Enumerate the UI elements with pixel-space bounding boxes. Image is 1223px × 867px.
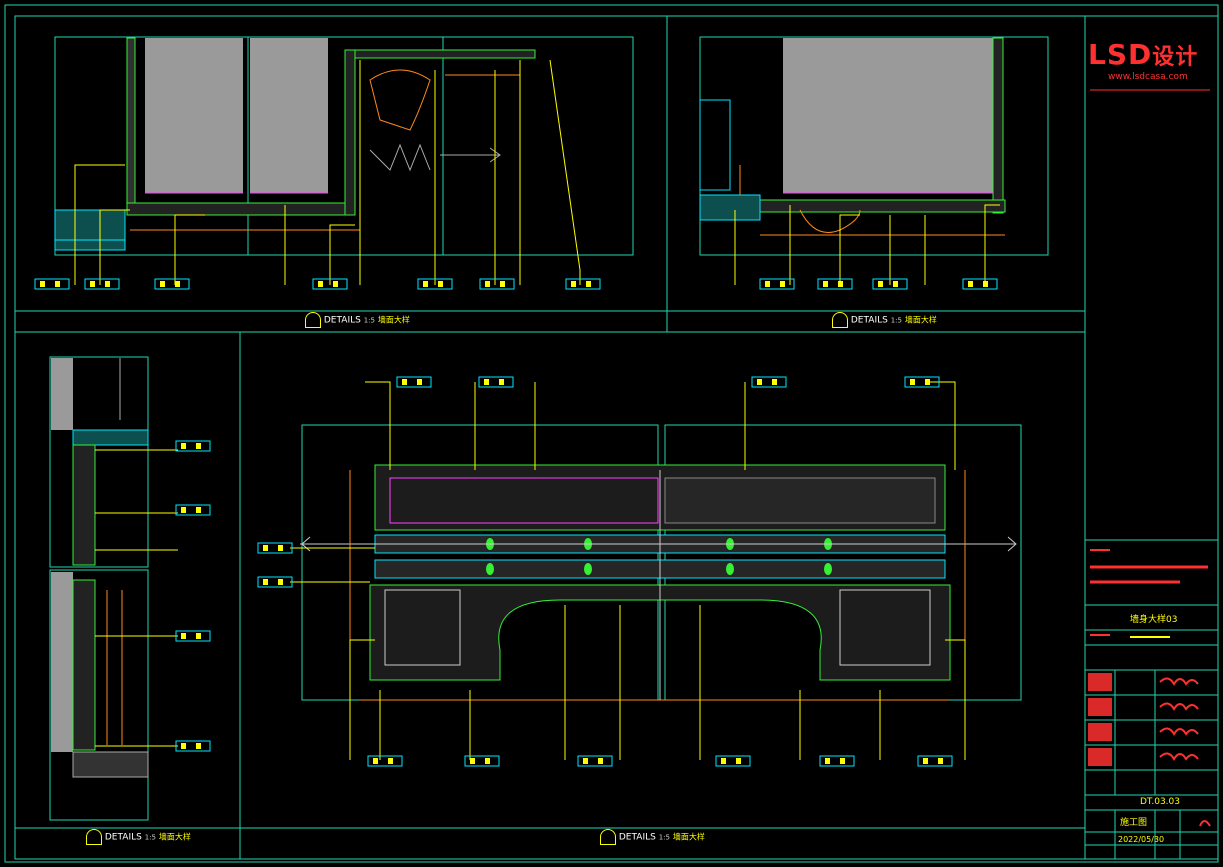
- detail-bottom-left: [49, 356, 211, 821]
- view-title-number: DETAILS: [323, 315, 361, 326]
- stage-text: 施工图: [1120, 818, 1148, 828]
- view-title-2: DETAILS 1:5 墙面大样: [832, 312, 937, 328]
- view-title-1: DETAILS 1:5 墙面大样: [305, 312, 410, 328]
- view-title-name: 墙面大样: [672, 832, 705, 842]
- logo: LSD设计: [1088, 38, 1198, 71]
- view-title-number: DETAILS: [850, 315, 888, 326]
- view-title-3: DETAILS 1:5 墙面大样: [86, 829, 191, 845]
- drawing-number: DT.03.03: [1140, 797, 1180, 807]
- logo-suffix: 设计: [1152, 45, 1199, 70]
- view-title-scale: 1:5: [890, 316, 902, 325]
- sheet-name: 墙身大样03: [1130, 615, 1178, 625]
- view-title-name: 墙面大样: [377, 315, 410, 325]
- view-title-4: DETAILS 1:5 墙面大样: [600, 829, 705, 845]
- view-title-number: DETAILS: [104, 832, 142, 843]
- view-bubble: [305, 312, 321, 328]
- date-text: 2022/05/30: [1118, 835, 1165, 844]
- logo-text: LSD: [1088, 38, 1153, 71]
- view-title-name: 墙面大样: [158, 832, 191, 842]
- view-bubble: [86, 829, 102, 845]
- view-bubble: [600, 829, 616, 845]
- title-block: [1084, 16, 1218, 859]
- detail-top-left: [34, 36, 634, 290]
- view-title-number: DETAILS: [618, 832, 656, 843]
- inner-border: [14, 15, 1219, 860]
- view-title-scale: 1:5: [363, 316, 375, 325]
- detail-bottom-right: [257, 376, 1022, 767]
- detail-top-right: [699, 36, 1049, 290]
- view-frames: [15, 16, 1085, 859]
- view-title-name: 墙面大样: [904, 315, 937, 325]
- view-bubble: [832, 312, 848, 328]
- view-title-scale: 1:5: [144, 833, 156, 842]
- view-title-scale: 1:5: [658, 833, 670, 842]
- website-text: www.lsdcasa.com: [1108, 72, 1188, 82]
